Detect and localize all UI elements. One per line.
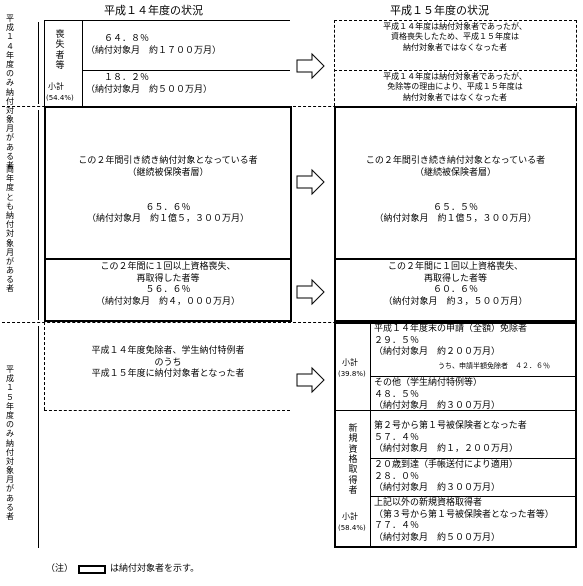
sec2-left-divider [44, 258, 292, 260]
sec2-continuous-left: この２年間引き続き納付対象となっている者 （継続被保険者層） ６５．６％ （納付… [78, 156, 258, 225]
sec2-right-box [334, 106, 577, 322]
band3-brace [38, 326, 39, 548]
header-fy15: 平成１５年度の状況 [390, 4, 489, 17]
sec3-new1-divider [370, 458, 577, 459]
arrow-icon [296, 52, 325, 80]
band-separator-2 [2, 322, 577, 323]
sec1-subtotal-label: 小計 [48, 82, 64, 91]
sec3-sub2-label: 小計 [342, 512, 358, 521]
band2-label: 両年度とも納付対象月がある者 [6, 165, 14, 294]
sec3-exempt: 平成１４年度末の申請（全額）免除者 ２９．５％ （納付対象月 約２００万月） [374, 324, 528, 358]
sec1-right-desc2: 平成１４年度は納付対象者であったが、 免除等の理由により、平成１５年度は 納付対… [383, 72, 527, 102]
sec3-new1: 第２号から第１号被保険者となった者 ５７．４％ （納付対象月 約１，２００万月） [374, 421, 527, 455]
sec2-left-box [44, 106, 292, 322]
top-line-right [334, 20, 577, 21]
new-acquirer-label: 新規資格取得者 [348, 424, 358, 497]
sec1-row2-pct: １８．２％ [104, 73, 150, 83]
note-suffix: は納付対象者を示す。 [110, 564, 200, 574]
sec3-sub1-label: 小計 [342, 358, 358, 367]
sec3-other: その他（学生納付特例等） ４８．５％ （納付対象月 約３００万月） [374, 378, 501, 412]
sec2-reacquired-right: この２年間に１回以上資格喪失、 再取得した者等 ６０．６％ （納付対象月 約３，… [383, 262, 528, 308]
band3-label: 平成１５年度のみ納付対象月がある者 [6, 365, 14, 521]
sec3-left-desc: 平成１４年度免除者、学生納付特例者 のうち 平成１５年度に納付対象者となった者 [91, 346, 245, 380]
note-prefix: （注） [46, 564, 74, 574]
sec3-right-box [334, 322, 577, 548]
sec3-left-bottom [44, 410, 290, 411]
sec3-new3: 上記以外の新規資格取得者 （第３号から第１号被保険者となった者等） ７７．４％ … [374, 498, 554, 544]
sec1-right-left-border [334, 20, 335, 106]
sec1-right-right-border [576, 20, 577, 106]
sec1-row1-amount: （納付対象月 約１７００万月） [86, 46, 222, 56]
band2-brace [38, 110, 39, 320]
sec3-sub1-pct: (39.8%) [338, 370, 366, 378]
sec1-right-divider [334, 70, 577, 71]
sec3-new2-divider [370, 496, 577, 497]
band1-label: 平成１４年度のみ納付対象月がある者 [6, 14, 14, 170]
sec1-right-desc1: 平成１４年度は納付対象者であったが、 資格喪失したため、平成１５年度は 納付対象… [383, 22, 527, 52]
sec2-reacquired-left: この２年間に１回以上資格喪失、 再取得した者等 ５６．６％ （納付対象月 約４，… [95, 262, 240, 308]
arrow-icon [296, 366, 325, 394]
sec2-right-divider [334, 258, 577, 260]
header-fy14: 平成１４年度の状況 [104, 4, 203, 17]
sec3-left-border [44, 322, 45, 410]
note-box-sample [78, 565, 106, 574]
sec1-row1-pct: ６４．８％ [104, 34, 150, 44]
top-line-left [44, 20, 290, 21]
sec2-continuous-right: この２年間引き続き納付対象となっている者 （継続被保険者層） ６５．５％ （納付… [365, 156, 546, 225]
arrow-icon [296, 168, 325, 196]
sec1-row-divider [82, 70, 290, 71]
sec3-exempt-note: うち、申請半額免除者 ４２．６％ [438, 362, 550, 370]
loss-label: 喪失者等 [55, 30, 65, 72]
sec3-new2: ２０歳到達（手帳送付により適用） ２８．０％ （納付対象月 約３００万月） [374, 460, 518, 494]
sec3-sub2-pct: (58.4%) [338, 524, 366, 532]
arrow-icon [296, 278, 325, 306]
sec3-exempt-divider [370, 376, 577, 377]
sec1-divider [82, 20, 83, 106]
band1-brace [38, 22, 39, 104]
sec1-left-border [44, 20, 45, 106]
sec1-subtotal-pct: (54.4%) [46, 94, 74, 102]
sec3-group-divider [334, 410, 577, 411]
sec3-label-column [370, 322, 371, 548]
sec1-row2-amount: （納付対象月 約５００万月） [86, 85, 213, 95]
